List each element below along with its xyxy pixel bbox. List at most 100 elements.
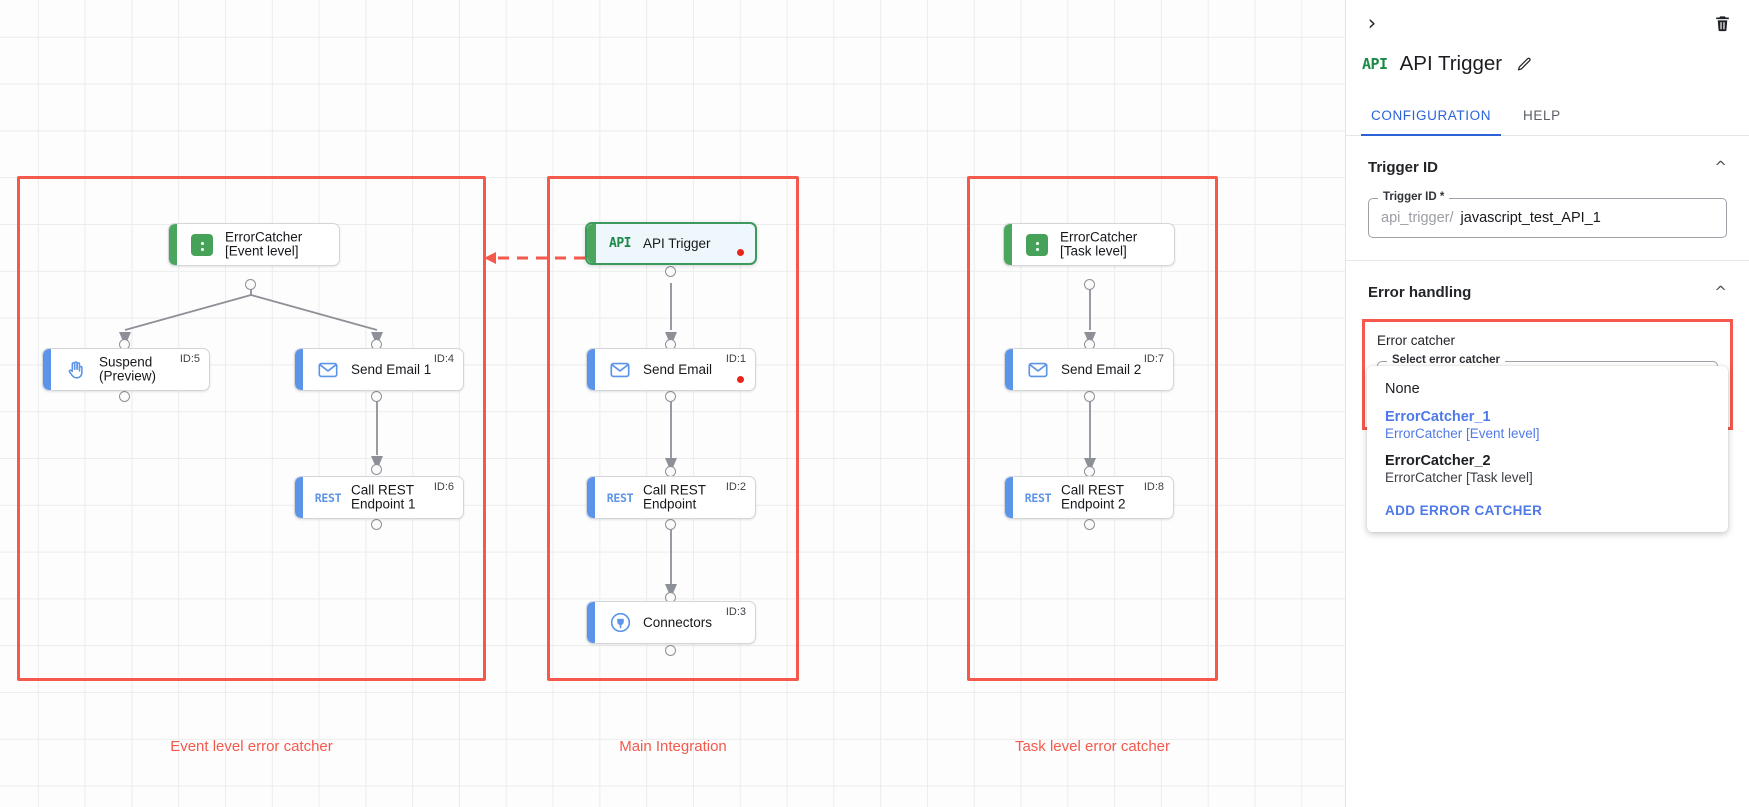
group-box-task-level[interactable] <box>967 176 1218 681</box>
port[interactable] <box>371 464 382 475</box>
dropdown-option-errorcatcher-2[interactable]: ErrorCatcher_2 ErrorCatcher [Task level] <box>1367 447 1728 491</box>
port[interactable] <box>665 519 676 530</box>
port[interactable] <box>1084 391 1095 402</box>
trigger-id-field[interactable]: Trigger ID * api_trigger/ javascript_tes… <box>1368 191 1727 238</box>
node-label: Call REST Endpoint 2 <box>1061 482 1126 512</box>
envelope-icon <box>1025 357 1051 383</box>
envelope-icon <box>607 357 633 383</box>
node-id-tag: ID:5 <box>179 353 200 365</box>
node-id-tag: ID:8 <box>1143 481 1164 493</box>
chevron-up-icon[interactable]: ^ <box>1714 283 1727 301</box>
port[interactable] <box>371 391 382 402</box>
node-id-tag: ID:6 <box>433 481 454 493</box>
port[interactable] <box>665 266 676 277</box>
properties-panel: › API API Trigger CONFIGURATION HELP <box>1345 0 1749 807</box>
node-label: Suspend (Preview) <box>99 354 157 384</box>
port[interactable] <box>1084 279 1095 290</box>
hand-icon <box>63 357 89 383</box>
section-header-trigger-id[interactable]: Trigger ID ^ <box>1346 136 1749 176</box>
node-accent-bar <box>1005 349 1013 390</box>
section-header-error-handling[interactable]: Error handling ^ <box>1346 261 1749 301</box>
rest-icon: REST <box>314 490 342 505</box>
node-id-tag: ID:2 <box>725 481 746 493</box>
node-errorcatcher-task[interactable]: ErrorCatcher [Task level] <box>1003 223 1175 266</box>
rest-icon: REST <box>1024 490 1052 505</box>
node-id-tag: ID:4 <box>433 353 454 365</box>
node-accent-bar <box>295 349 303 390</box>
node-id-tag: ID:1 <box>725 353 746 365</box>
node-accent-bar <box>1005 477 1013 518</box>
port[interactable] <box>665 645 676 656</box>
group-box-main-integration[interactable] <box>547 176 799 681</box>
dropdown-option-none[interactable]: None <box>1367 375 1728 403</box>
trigger-id-value[interactable]: javascript_test_API_1 <box>1460 210 1601 226</box>
status-dot <box>737 249 744 256</box>
envelope-icon <box>315 357 341 383</box>
trigger-id-prefix: api_trigger/ <box>1381 210 1454 226</box>
tab-help[interactable]: HELP <box>1523 108 1561 123</box>
field-label: Select error catcher <box>1387 354 1506 366</box>
node-label: API Trigger <box>643 235 711 251</box>
node-accent-bar <box>1004 224 1012 265</box>
node-label: ErrorCatcher [Task level] <box>1060 229 1138 259</box>
node-call-rest-endpoint-1[interactable]: REST Call REST Endpoint 1 ID:6 <box>294 476 464 519</box>
pencil-icon[interactable] <box>1514 54 1534 74</box>
node-send-email[interactable]: Send Email ID:1 <box>586 348 756 391</box>
node-accent-bar <box>295 477 303 518</box>
errorcatcher-icon <box>1024 232 1050 258</box>
workflow-canvas[interactable]: Event level error catcher Main Integrati… <box>0 0 1345 807</box>
node-id-tag: ID:3 <box>725 606 746 618</box>
node-label: Call REST Endpoint <box>643 482 707 512</box>
node-send-email-1[interactable]: Send Email 1 ID:4 <box>294 348 464 391</box>
node-accent-bar <box>587 224 596 263</box>
chevron-right-icon[interactable]: › <box>1367 11 1377 35</box>
node-accent-bar <box>587 602 595 643</box>
option-sublabel: ErrorCatcher [Task level] <box>1385 470 1533 485</box>
chevron-up-icon[interactable]: ^ <box>1714 158 1727 176</box>
group-box-event-level[interactable] <box>17 176 486 681</box>
node-call-rest-endpoint[interactable]: REST Call REST Endpoint ID:2 <box>586 476 756 519</box>
node-suspend-preview[interactable]: Suspend (Preview) ID:5 <box>42 348 210 391</box>
group-label-event-level: Event level error catcher <box>170 738 333 755</box>
error-catcher-label: Error catcher <box>1377 333 1456 348</box>
node-label: ErrorCatcher [Event level] <box>225 229 303 259</box>
port[interactable] <box>1084 519 1095 530</box>
node-api-trigger[interactable]: API API Trigger <box>585 222 757 265</box>
option-label: None <box>1385 381 1420 397</box>
node-label: Send Email 1 <box>351 361 432 377</box>
status-dot <box>737 376 744 383</box>
panel-topbar: › <box>1346 0 1749 44</box>
port[interactable] <box>371 519 382 530</box>
trash-icon[interactable] <box>1709 10 1735 36</box>
dropdown-option-errorcatcher-1[interactable]: ErrorCatcher_1 ErrorCatcher [Event level… <box>1367 403 1728 447</box>
port[interactable] <box>119 391 130 402</box>
node-accent-bar <box>587 349 595 390</box>
node-errorcatcher-event[interactable]: ErrorCatcher [Event level] <box>168 223 340 266</box>
node-send-email-2[interactable]: Send Email 2 ID:7 <box>1004 348 1174 391</box>
node-call-rest-endpoint-2[interactable]: REST Call REST Endpoint 2 ID:8 <box>1004 476 1174 519</box>
error-catcher-block: Error catcher Select error catcher Error… <box>1362 319 1733 532</box>
tab-configuration[interactable]: CONFIGURATION <box>1361 100 1513 136</box>
api-icon: API <box>609 236 631 251</box>
section-title: Trigger ID <box>1368 158 1439 176</box>
panel-tabs: CONFIGURATION HELP <box>1346 100 1749 136</box>
connector-plug-icon <box>607 610 633 636</box>
section-divider <box>1346 260 1749 261</box>
group-label-main-integration: Main Integration <box>619 738 727 755</box>
port[interactable] <box>245 279 256 290</box>
page-title: API Trigger <box>1399 52 1503 75</box>
node-id-tag: ID:7 <box>1143 353 1164 365</box>
group-label-task-level: Task level error catcher <box>1014 738 1171 755</box>
panel-title-row: API API Trigger <box>1346 44 1749 84</box>
errorcatcher-icon <box>189 232 215 258</box>
node-connectors[interactable]: Connectors ID:3 <box>586 601 756 644</box>
node-label: Connectors <box>643 614 713 630</box>
node-label: Send Email 2 <box>1061 361 1142 377</box>
api-badge-icon: API <box>1362 55 1388 73</box>
add-error-catcher-button[interactable]: ADD ERROR CATCHER <box>1385 503 1543 518</box>
option-sublabel: ErrorCatcher [Event level] <box>1385 426 1540 441</box>
error-catcher-dropdown[interactable]: None ErrorCatcher_1 ErrorCatcher [Event … <box>1367 366 1728 532</box>
node-accent-bar <box>587 477 595 518</box>
node-accent-bar <box>43 349 51 390</box>
port[interactable] <box>665 391 676 402</box>
